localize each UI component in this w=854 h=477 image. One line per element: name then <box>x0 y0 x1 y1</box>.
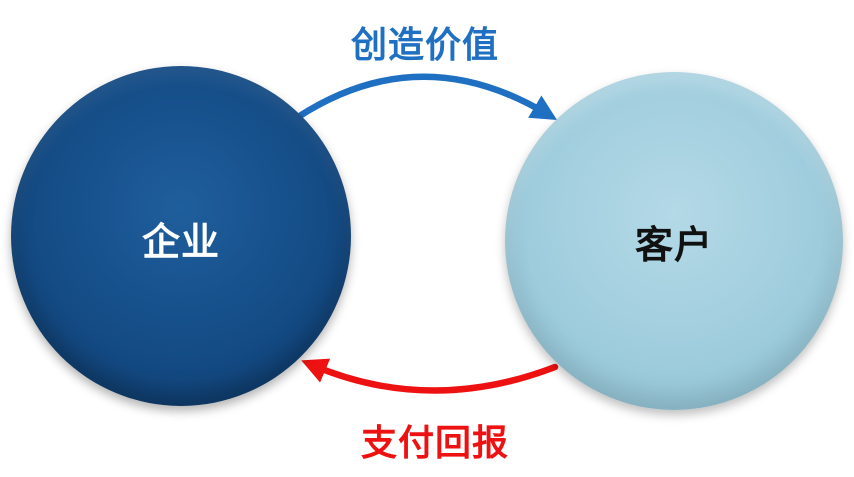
customer-label: 客户 <box>634 222 713 267</box>
enterprise-node: 企业 <box>11 66 351 406</box>
payment-return-label: 支付回报 <box>361 423 510 464</box>
payment-return-arrow <box>301 358 559 394</box>
value-creation-arrow <box>294 73 558 121</box>
customer-node: 客户 <box>505 72 843 410</box>
value-creation-label: 创造价值 <box>351 25 500 66</box>
enterprise-label: 企业 <box>141 219 220 264</box>
